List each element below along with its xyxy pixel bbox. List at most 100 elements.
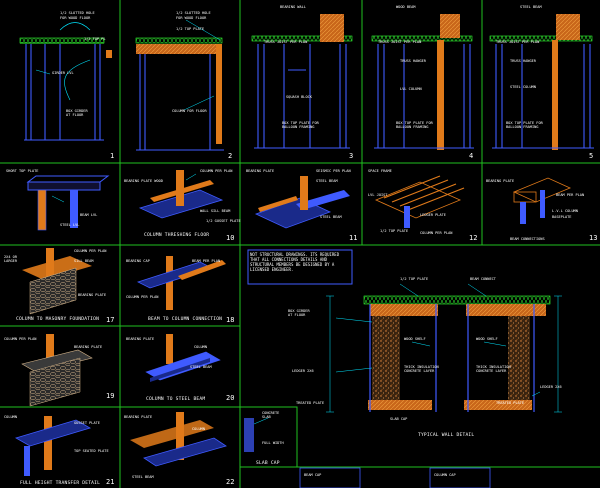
detail-5-drawing: TRUSS JOIST PER PLAN TRUSS HANGER STEEL … (489, 5, 594, 150)
wall-section-caption: TYPICAL WALL DETAIL (418, 432, 474, 438)
detail-11-drawing: BEARING PLATE SEISMIC PER PLAN STEEL BEA… (246, 169, 351, 229)
svg-text:BEARING PLATE: BEARING PLATE (246, 169, 274, 173)
svg-text:BEARING PLATE: BEARING PLATE (78, 293, 106, 297)
svg-text:TRUSS HANGER: TRUSS HANGER (510, 59, 537, 63)
svg-text:BOX GIRDER: BOX GIRDER (288, 309, 310, 313)
detail-number: 19 (106, 392, 114, 400)
svg-text:BALLOON FRAMING: BALLOON FRAMING (506, 125, 538, 129)
svg-text:LARGER: LARGER (4, 259, 18, 263)
detail-number: 17 (106, 316, 114, 324)
detail-4-drawing: TRUSS JOIST PER PLAN TRUSS HANGER LVL CO… (371, 5, 474, 150)
svg-text:COLUMN PER PLAN: COLUMN PER PLAN (200, 169, 232, 173)
svg-text:2X4 OR: 2X4 OR (4, 255, 18, 259)
svg-text:AT FLOOR: AT FLOOR (66, 113, 84, 117)
svg-text:CONCRETE: CONCRETE (262, 411, 279, 415)
svg-text:BEARING PLATE: BEARING PLATE (126, 337, 154, 341)
svg-text:WALL SILL BEAM: WALL SILL BEAM (200, 209, 231, 213)
svg-text:CONCRETE LAYER: CONCRETE LAYER (476, 369, 507, 373)
general-note-box (247, 249, 353, 285)
svg-text:STEEL BEAM: STEEL BEAM (316, 179, 338, 183)
detail-number: 4 (469, 152, 473, 160)
detail-number: 2 (228, 152, 232, 160)
svg-text:LEDGER PLATE: LEDGER PLATE (420, 213, 446, 217)
svg-text:BEARING PLATE: BEARING PLATE (124, 415, 152, 419)
svg-text:WOOD SHELF: WOOD SHELF (404, 337, 426, 341)
detail-number: 21 (106, 478, 114, 486)
svg-text:BALLOON FRAMING: BALLOON FRAMING (282, 125, 314, 129)
svg-text:BEARING PLATE: BEARING PLATE (486, 179, 514, 183)
svg-text:COLUMN CAP: COLUMN CAP (434, 473, 456, 477)
detail-number: 13 (589, 234, 597, 242)
svg-text:BALLOON FRAMING: BALLOON FRAMING (396, 125, 428, 129)
svg-text:FOR WOOD FLOOR: FOR WOOD FLOOR (60, 16, 91, 20)
svg-text:BEAM CONNECT: BEAM CONNECT (470, 277, 497, 281)
svg-text:COLUMN PER PLAN: COLUMN PER PLAN (420, 231, 452, 235)
detail-number: 5 (589, 152, 593, 160)
svg-text:COLUMN: COLUMN (194, 345, 207, 349)
svg-text:COLUMN FOR FLOOR: COLUMN FOR FLOOR (172, 109, 207, 113)
svg-text:TRUSS JOIST PER PLAN: TRUSS JOIST PER PLAN (378, 40, 421, 44)
svg-text:1/2 SLOTTED HOLE: 1/2 SLOTTED HOLE (60, 11, 95, 15)
svg-text:BEAM CONNECTIONS: BEAM CONNECTIONS (510, 237, 545, 241)
svg-text:FULL WIDTH: FULL WIDTH (262, 441, 284, 445)
detail-18-drawing: BEARING CAP BEAM PER PLAN COLUMN PER PLA… (126, 256, 226, 310)
svg-text:TRUSS JOIST PER PLAN: TRUSS JOIST PER PLAN (496, 40, 539, 44)
svg-text:1/2 SLOTTED HOLE: 1/2 SLOTTED HOLE (176, 11, 211, 15)
svg-text:COLUMN PER PLAN: COLUMN PER PLAN (74, 249, 106, 253)
svg-text:COLUMN: COLUMN (4, 415, 17, 419)
svg-text:BOX TOP PLATE FOR: BOX TOP PLATE FOR (396, 121, 434, 125)
svg-text:STEEL BEAM: STEEL BEAM (520, 5, 542, 9)
detail-number: 22 (226, 478, 234, 486)
svg-text:L.V.L COLUMN: L.V.L COLUMN (552, 209, 578, 213)
svg-text:STEEL BEAM: STEEL BEAM (190, 365, 212, 369)
svg-text:GUSSET PLATE: GUSSET PLATE (74, 421, 100, 425)
detail-13-drawing: BEARING PLATE BEAM PER PLAN L.V.L COLUMN… (486, 177, 584, 241)
svg-text:BASEPLATE: BASEPLATE (552, 215, 571, 219)
svg-text:COLUMN: COLUMN (192, 427, 205, 431)
detail-22-drawing: BEARING PLATE COLUMN STEEL BEAM (124, 412, 227, 479)
general-note: NOT STRUCTURAL DRAWINGS. ITS REQUIRED TH… (250, 252, 340, 272)
detail-number: 20 (226, 394, 234, 402)
svg-text:LVL JOIST: LVL JOIST (368, 193, 388, 197)
svg-text:SLAB: SLAB (262, 415, 271, 419)
svg-text:LVL COLUMN: LVL COLUMN (400, 87, 422, 91)
svg-text:BEAM CAP: BEAM CAP (304, 473, 321, 477)
svg-text:TRUSS JOIST PER PLAN: TRUSS JOIST PER PLAN (264, 40, 307, 44)
detail-number: 10 (226, 234, 234, 242)
svg-text:STEEL BEAM: STEEL BEAM (132, 475, 154, 479)
detail-20-drawing: BEARING PLATE COLUMN STEEL BEAM (126, 334, 221, 382)
detail-19-drawing: COLUMN PER PLAN BEARING PLATE (4, 334, 102, 407)
detail-caption: FULL HEIGHT TRANSFER DETAIL (20, 480, 100, 486)
detail-number: 1 (110, 152, 114, 160)
svg-text:TREATED PLATE: TREATED PLATE (296, 401, 324, 405)
detail-caption: COLUMN TO STEEL BEAM (146, 396, 205, 402)
svg-text:LEDGER 2X6: LEDGER 2X6 (292, 369, 314, 373)
post-cap-isometric: SHORT TOP PLATE BEAM LVL STEEL LVL (6, 169, 110, 231)
svg-text:STEEL LVL: STEEL LVL (60, 223, 79, 227)
detail-1-drawing: 1/2 SLOTTED HOLE FOR WOOD FLOOR 1/2 TOP … (19, 11, 112, 141)
svg-text:BEAM LVL: BEAM LVL (80, 213, 97, 217)
detail-17-drawing: 2X4 OR LARGER COLUMN PER PLAN SILL BEAM … (4, 248, 106, 315)
svg-text:BEARING WALL: BEARING WALL (280, 5, 306, 9)
svg-text:THICK INSULATION: THICK INSULATION (404, 365, 439, 369)
svg-text:BOX GIRDER: BOX GIRDER (66, 109, 88, 113)
svg-text:TRUSS HANGER: TRUSS HANGER (400, 59, 427, 63)
svg-text:COLUMN PER PLAN: COLUMN PER PLAN (126, 295, 158, 299)
svg-text:LEDGER 2X6: LEDGER 2X6 (540, 385, 562, 389)
svg-text:GIRDER LVL: GIRDER LVL (52, 71, 74, 75)
svg-text:1/2 TOP PLATE: 1/2 TOP PLATE (380, 229, 408, 233)
svg-text:STEEL BEAM: STEEL BEAM (320, 215, 342, 219)
svg-text:BEARING PLATE: BEARING PLATE (74, 345, 102, 349)
svg-text:BOX TOP PLATE FOR: BOX TOP PLATE FOR (282, 121, 320, 125)
svg-text:CONCRETE LAYER: CONCRETE LAYER (404, 369, 435, 373)
detail-caption: COLUMN THRESHING FLOOR (144, 232, 209, 238)
svg-text:SEISMIC PER PLAN: SEISMIC PER PLAN (316, 169, 351, 173)
detail-21-drawing: COLUMN GUSSET PLATE TOP SEATED PLATE (4, 415, 109, 476)
svg-text:1/2 TOP PLATE: 1/2 TOP PLATE (176, 27, 204, 31)
svg-text:TOP SEATED PLATE: TOP SEATED PLATE (74, 449, 109, 453)
svg-text:AT FLOOR: AT FLOOR (288, 313, 306, 317)
svg-text:THICK INSULATION: THICK INSULATION (476, 365, 511, 369)
svg-text:STEEL COLUMN: STEEL COLUMN (510, 85, 536, 89)
